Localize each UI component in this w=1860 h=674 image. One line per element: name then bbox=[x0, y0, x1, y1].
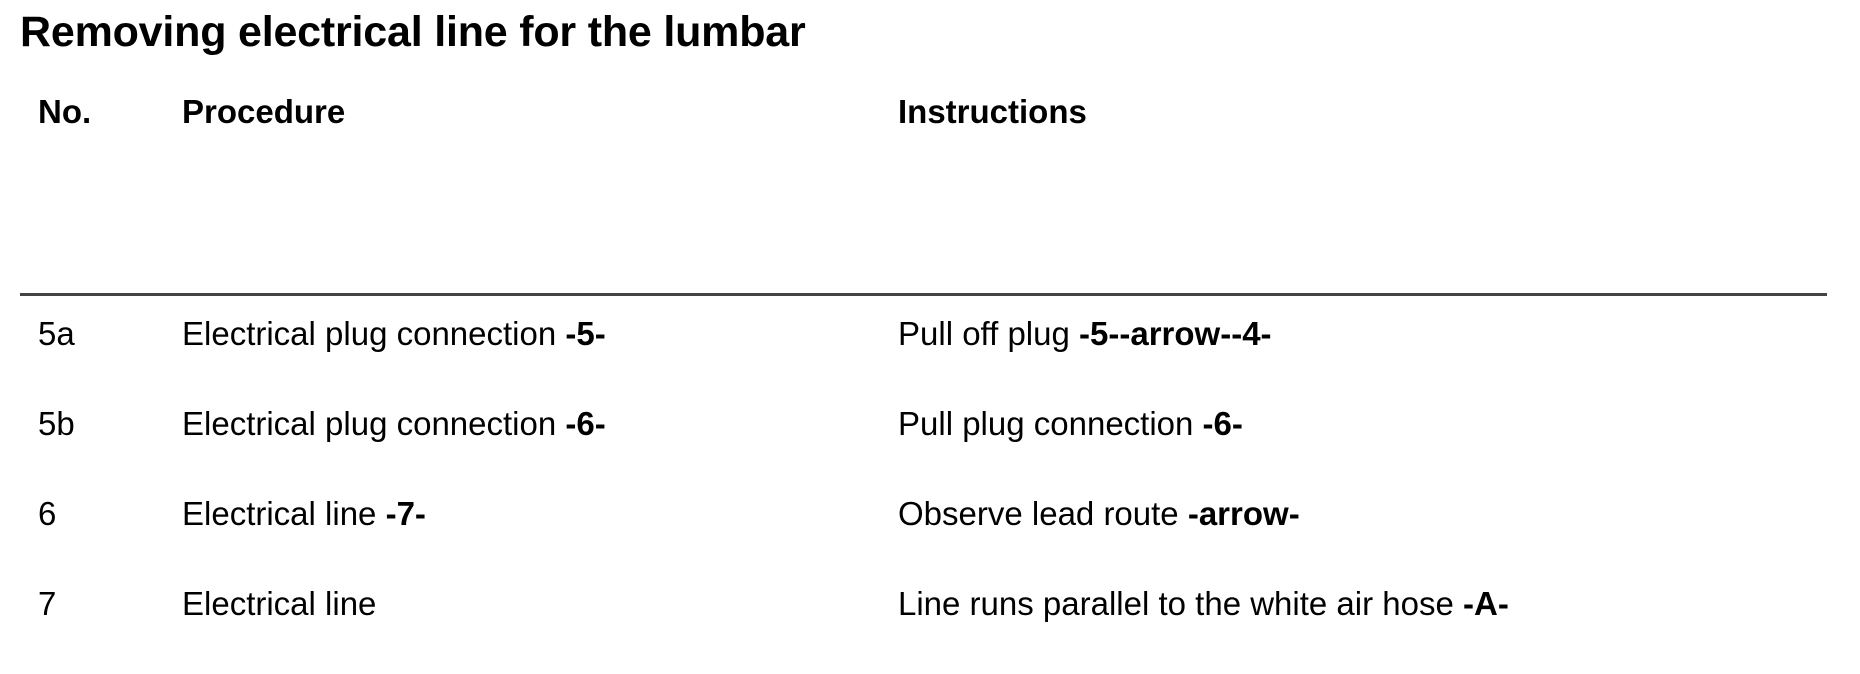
table-row: 7 Electrical line Line runs parallel to … bbox=[0, 584, 1860, 674]
procedure-table: No. Procedure Instructions 5a Electrical… bbox=[0, 92, 1860, 622]
row-procedure-marker: -6- bbox=[565, 405, 606, 442]
row-instructions-text: Pull plug connection bbox=[898, 405, 1203, 442]
row-instructions-marker: -5--arrow--4- bbox=[1079, 315, 1272, 352]
row-procedure: Electrical line bbox=[182, 584, 376, 624]
table-row: 5a Electrical plug connection -5- Pull o… bbox=[0, 314, 1860, 404]
row-procedure: Electrical plug connection -5- bbox=[182, 314, 606, 354]
row-procedure-text: Electrical line bbox=[182, 585, 377, 622]
table-header-row: No. Procedure Instructions bbox=[0, 92, 1860, 148]
column-header-procedure: Procedure bbox=[182, 93, 346, 130]
table-row: 6 Electrical line -7- Observe lead route… bbox=[0, 494, 1860, 584]
header-divider-rule bbox=[20, 293, 1827, 296]
row-procedure: Electrical plug connection -6- bbox=[182, 404, 606, 444]
column-header-no: No. bbox=[38, 93, 92, 130]
row-instructions-marker: -arrow- bbox=[1187, 495, 1300, 532]
table-row: 5b Electrical plug connection -6- Pull p… bbox=[0, 404, 1860, 494]
row-number: 5a bbox=[38, 315, 75, 352]
row-procedure-text: Electrical plug connection bbox=[182, 405, 566, 442]
document-page: Removing electrical line for the lumbar … bbox=[0, 8, 1860, 622]
row-number: 7 bbox=[38, 585, 57, 622]
row-procedure-text: Electrical line bbox=[182, 495, 386, 532]
row-instructions-text: Pull off plug bbox=[898, 315, 1080, 352]
table-body: 5a Electrical plug connection -5- Pull o… bbox=[0, 314, 1860, 674]
row-instructions-marker: -A- bbox=[1463, 585, 1509, 622]
row-procedure-marker: -7- bbox=[385, 495, 426, 532]
row-instructions: Line runs parallel to the white air hose… bbox=[898, 584, 1509, 624]
page-title: Removing electrical line for the lumbar bbox=[20, 8, 806, 56]
row-instructions: Observe lead route -arrow- bbox=[898, 494, 1300, 534]
row-procedure-marker: -5- bbox=[565, 315, 606, 352]
row-number: 5b bbox=[38, 405, 75, 442]
column-header-instructions: Instructions bbox=[898, 93, 1087, 130]
row-instructions-text: Line runs parallel to the white air hose bbox=[898, 585, 1463, 622]
row-procedure-text: Electrical plug connection bbox=[182, 315, 566, 352]
row-instructions: Pull plug connection -6- bbox=[898, 404, 1243, 444]
row-instructions-text: Observe lead route bbox=[898, 495, 1188, 532]
row-number: 6 bbox=[38, 495, 57, 532]
row-instructions-marker: -6- bbox=[1202, 405, 1243, 442]
row-procedure: Electrical line -7- bbox=[182, 494, 426, 534]
row-instructions: Pull off plug -5--arrow--4- bbox=[898, 314, 1272, 354]
